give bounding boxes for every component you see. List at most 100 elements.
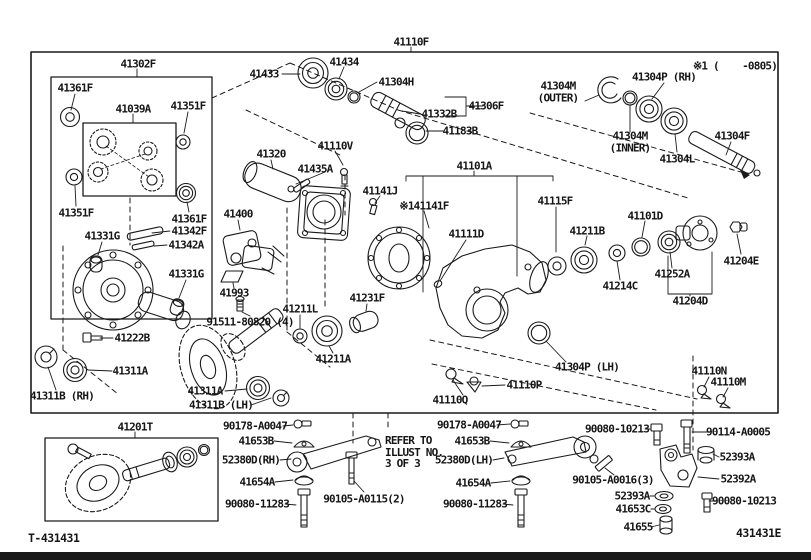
oil-seal-lh <box>527 321 551 345</box>
part-label-90114-a0005: 90114-A0005 <box>705 425 771 439</box>
part-label-41304f: 41304F <box>714 129 751 143</box>
part-label-41252a: 41252A <box>654 267 691 281</box>
part-label-90080-11283: 90080-11283 <box>224 497 290 511</box>
name-plate-41993 <box>220 270 244 283</box>
part-label-41304l: 41304L <box>659 152 696 166</box>
diff-kit-box <box>50 76 213 320</box>
part-label-41111d: 41111D <box>448 227 485 241</box>
part-label-41101d: 41101D <box>627 209 664 223</box>
bracket-41204d <box>667 251 713 297</box>
part-label-41993: 41993 <box>219 286 249 300</box>
part-label-90080-11283: 90080-11283 <box>442 497 508 511</box>
bolt-41141j <box>368 197 378 216</box>
dashed-arrowhead <box>740 170 750 179</box>
part-label-41302f: 41302F <box>120 57 157 71</box>
drive-pinion-kit-drawing <box>297 57 429 145</box>
part-label-41361f: 41361F <box>57 81 94 95</box>
part-label-41332b: 41332B <box>421 107 458 121</box>
sheet-code-left: T-431431 <box>28 531 80 545</box>
part-label-41115f: 41115F <box>537 194 574 208</box>
part-label-90105-a0115-2: 90105-A0115(2) <box>323 492 405 506</box>
part-label-41320: 41320 <box>256 147 286 161</box>
part-label-41331g: 41331G <box>84 229 121 243</box>
part-label-41311b-rh: 41311B (RH) <box>29 389 95 403</box>
part-label-41311a: 41311A <box>112 364 149 378</box>
bracket-41306f <box>442 96 484 117</box>
part-label-41110m: 41110M <box>710 375 747 389</box>
stud-41435a <box>293 178 311 193</box>
side-bearing-washer-right <box>272 389 290 407</box>
part-label-41214c: 41214C <box>602 279 639 293</box>
part-label-refer-to-illust-no-3-of-3: REFER TO ILLUST NO. 3 OF 3 <box>385 433 444 470</box>
part-label-41304m-inner: 41304M (INNER) <box>609 129 652 154</box>
part-label-41351f: 41351F <box>170 99 207 113</box>
stud-91511 <box>235 295 245 312</box>
part-label-41304m-outer: 41304M (OUTER) <box>537 79 580 104</box>
part-label-41101a: 41101A <box>456 159 493 173</box>
part-label-41183b: 41183B <box>442 124 479 138</box>
part-label-41110v: 41110V <box>317 139 354 153</box>
arm-rh-drawing <box>286 419 382 528</box>
diagram-frames <box>0 51 811 560</box>
part-label-52393a: 52393A <box>614 489 651 503</box>
leader-lines <box>47 46 742 528</box>
part-label-41204e: 41204E <box>723 254 760 268</box>
part-label-41306f: 41306F <box>468 99 505 113</box>
part-label-41204d: 41204D <box>672 294 709 308</box>
part-label-141141f: ※141141F <box>399 199 449 213</box>
plug-41204e <box>729 221 748 233</box>
part-label-41304p-lh: 41304P (LH) <box>554 360 620 374</box>
snap-ring <box>597 76 622 104</box>
part-label-41110f: 41110F <box>393 35 430 49</box>
part-label-41435a: 41435A <box>297 162 334 176</box>
part-label-41211l: 41211L <box>282 302 319 316</box>
part-label-41653b: 41653B <box>238 434 275 448</box>
part-label-52380d-lh: 52380D(LH) <box>434 453 494 467</box>
axle-shaft-group <box>597 76 761 177</box>
part-label-90178-a0047: 90178-A0047 <box>222 419 288 433</box>
part-label-52380d-rh: 52380D(RH) <box>221 453 281 467</box>
final-gear-kit-box <box>44 437 219 522</box>
box-ticks <box>132 46 412 439</box>
part-label-41222b: 41222B <box>114 331 151 345</box>
spider-gear-kit-box <box>82 122 177 197</box>
actuator-drawing <box>220 230 285 312</box>
bottom-bar <box>0 552 811 560</box>
axle-hub-parts <box>547 215 748 276</box>
part-label-41039a: 41039A <box>115 102 152 116</box>
part-label-41342f: 41342F <box>171 224 208 238</box>
part-label-41110n: 41110N <box>691 364 728 378</box>
part-label-90105-a0016-3: 90105-A0016(3) <box>572 473 654 487</box>
part-label-52392a: 52392A <box>720 472 757 486</box>
carrier-cover-drawing <box>367 226 431 290</box>
case-bolt <box>82 332 103 343</box>
part-label-41654a: 41654A <box>239 475 276 489</box>
part-label-41351f: 41351F <box>58 206 95 220</box>
part-label-41211b: 41211B <box>569 224 606 238</box>
side-bush-left <box>89 255 103 273</box>
part-label-41304p-rh: 41304P (RH) <box>631 70 697 84</box>
plug-41111d <box>433 280 443 288</box>
part-label-41653c: 41653C <box>615 502 652 516</box>
part-label-41141j: 41141J <box>362 184 399 198</box>
differential-kit-drawing <box>34 106 197 383</box>
part-label-41655: 41655 <box>623 520 653 534</box>
sheet-code-right: 431431E <box>736 526 781 540</box>
part-label-90080-10213: 90080-10213 <box>584 422 650 436</box>
damper-bracket-drawing <box>650 419 715 535</box>
part-label-41201t: 41201T <box>117 420 154 434</box>
part-label-41361f: 41361F <box>171 212 208 226</box>
part-label-1-0805: ※1 ( -0805) <box>692 59 778 73</box>
ring-gear-drawing <box>178 308 290 410</box>
part-label-41311b-lh: 41311B (LH) <box>188 398 254 412</box>
part-label-41231f: 41231F <box>349 291 386 305</box>
part-label-52393a: 52393A <box>719 450 756 464</box>
part-label-41331g: 41331G <box>168 267 205 281</box>
part-label-41342a: 41342A <box>168 238 205 252</box>
carrier-housing-drawing <box>242 161 351 241</box>
part-label-90080-10213: 90080-10213 <box>711 494 777 508</box>
final-gear-kit-drawing <box>64 443 210 513</box>
part-label-41211a: 41211A <box>315 352 352 366</box>
